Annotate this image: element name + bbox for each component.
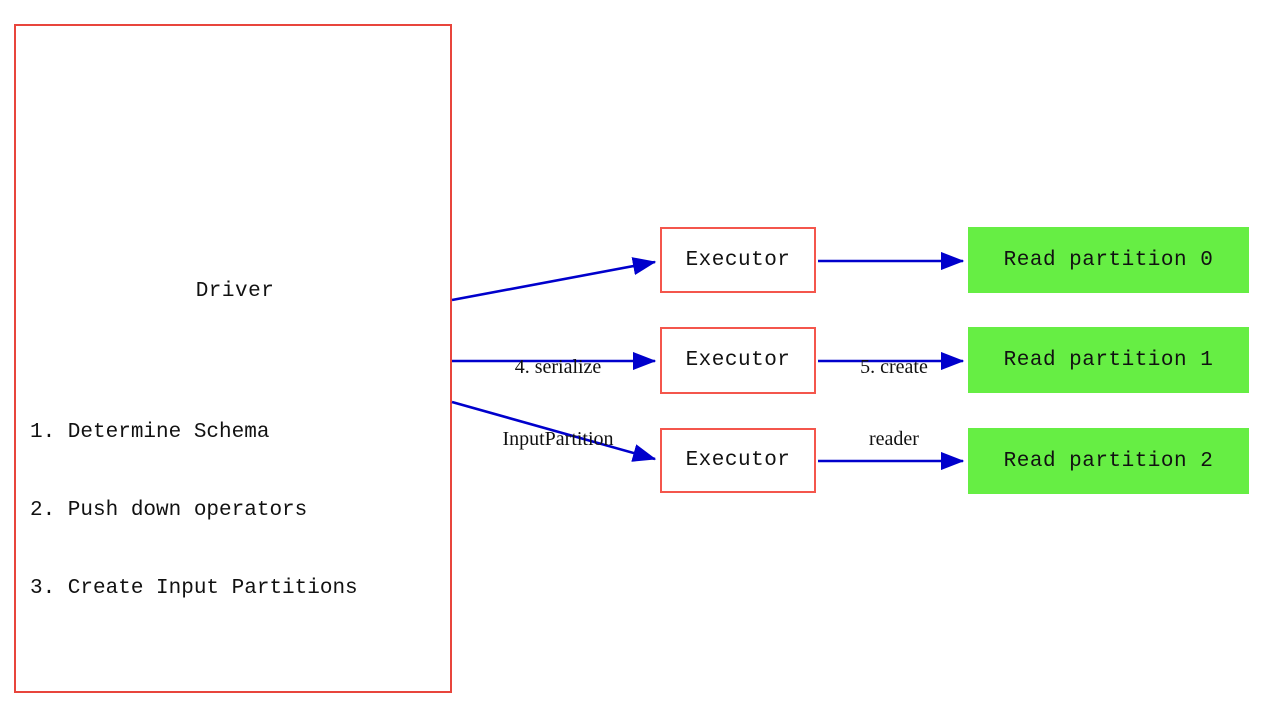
driver-step-3: 3. Create Input Partitions (30, 577, 358, 600)
driver-step-1: 1. Determine Schema (30, 421, 270, 444)
executor-label-0: Executor (685, 248, 791, 272)
driver-step-2: 2. Push down operators (30, 499, 308, 522)
edge-label-create-reader: 5. create reader (824, 307, 964, 499)
arrow-driver-to-executor-0 (451, 257, 657, 302)
partition-label-2: Read partition 2 (1003, 449, 1214, 473)
edge-label-create-reader-line1: 5. create (860, 356, 928, 378)
partition-box-1: Read partition 1 (968, 327, 1249, 393)
driver-steps-list: 1. Determine Schema 2. Push down operato… (30, 368, 358, 654)
partition-label-0: Read partition 0 (1003, 248, 1214, 272)
executor-box-1: Executor (660, 327, 816, 394)
driver-title: Driver (195, 280, 275, 303)
driver-box: Driver 1. Determine Schema 2. Push down … (14, 24, 452, 693)
partition-label-1: Read partition 1 (1003, 348, 1214, 372)
executor-label-1: Executor (685, 349, 791, 372)
partition-box-0: Read partition 0 (968, 227, 1249, 293)
partition-box-2: Read partition 2 (968, 428, 1249, 494)
edge-label-serialize: 4. serialize InputPartition (460, 307, 656, 499)
edge-label-serialize-line2: InputPartition (502, 428, 614, 450)
executor-box-0: Executor (660, 227, 816, 293)
edge-label-serialize-line1: 4. serialize (514, 356, 602, 378)
executor-box-2: Executor (660, 428, 816, 493)
executor-label-2: Executor (685, 449, 791, 472)
edge-label-create-reader-line2: reader (869, 428, 919, 450)
